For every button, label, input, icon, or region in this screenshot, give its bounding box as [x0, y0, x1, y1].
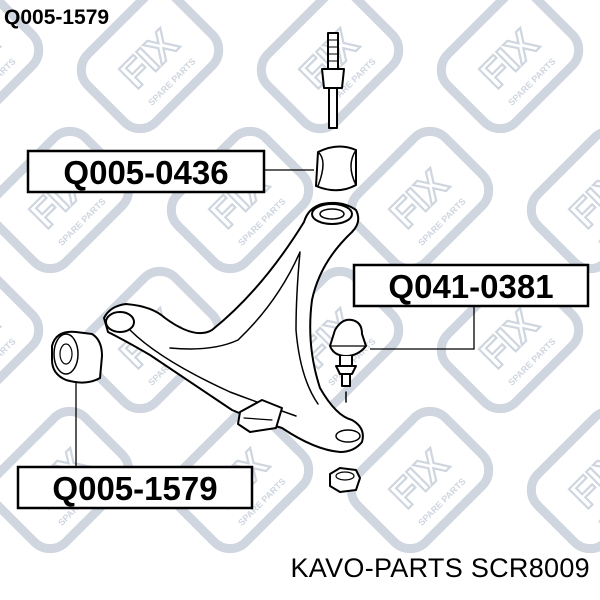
callout-top-bushing-code: Q005-0436 [63, 154, 228, 191]
svg-text:FIX: FIX [472, 22, 547, 97]
callout-front-bushing-code: Q005-1579 [52, 470, 217, 507]
top-bushing-part [315, 145, 357, 192]
callout-ball-joint: Q041-0381 [352, 263, 590, 308]
leader-ball-joint [370, 306, 475, 350]
callout-top-bushing: Q005-0436 [26, 149, 266, 194]
nut-part [329, 467, 361, 493]
svg-text:FIX: FIX [382, 162, 457, 237]
svg-text:FIX: FIX [112, 22, 187, 97]
svg-text:FIX: FIX [382, 442, 457, 517]
leader-lines [75, 169, 475, 470]
callout-front-bushing: Q005-1579 [16, 465, 254, 510]
callout-ball-joint-code: Q041-0381 [388, 268, 553, 305]
stud-bolt [321, 32, 345, 129]
front-bushing-part [51, 330, 103, 384]
svg-text:FIX: FIX [562, 162, 600, 237]
ball-joint-part [329, 318, 367, 403]
control-arm-drawing [51, 32, 367, 493]
svg-text:FIX: FIX [472, 302, 547, 377]
footer-brand-part: KAVO-PARTS SCR8009 [290, 553, 590, 583]
control-arm-body [103, 201, 364, 453]
header-part-code: Q005-1579 [4, 6, 110, 29]
svg-text:FIX: FIX [562, 442, 600, 517]
